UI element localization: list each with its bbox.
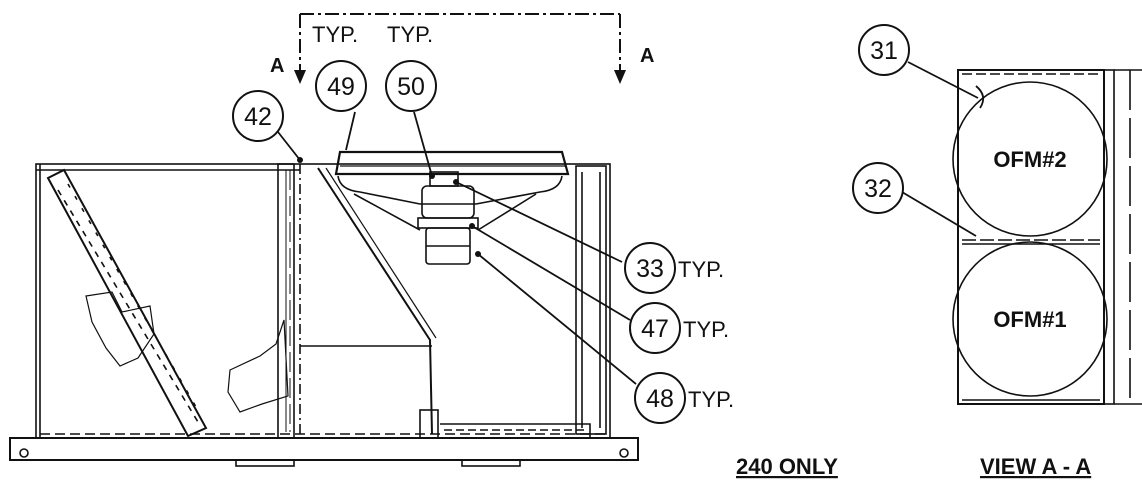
view-marker-left: A bbox=[270, 55, 284, 77]
view-a-a bbox=[952, 69, 1142, 405]
fan-motor bbox=[417, 171, 479, 265]
view-marker-right: A bbox=[640, 45, 654, 67]
caption-view-a-a: VIEW A - A bbox=[980, 454, 1091, 479]
svg-text:50: 50 bbox=[397, 73, 425, 101]
balloon-32: 32 bbox=[852, 162, 904, 214]
typ-label-47: TYP. bbox=[683, 317, 729, 342]
section-arrow-right bbox=[614, 70, 626, 84]
unit-side-view bbox=[9, 150, 639, 467]
balloon-49: 49 bbox=[315, 60, 367, 112]
balloon-47: 47 bbox=[629, 302, 681, 354]
svg-text:42: 42 bbox=[244, 103, 272, 131]
typ-label-33: TYP. bbox=[678, 257, 724, 282]
typ-label-top-left: TYP. bbox=[312, 22, 358, 47]
balloon-48: 48 bbox=[634, 372, 686, 424]
callout-leaders bbox=[277, 61, 985, 385]
fan-label-ofm1: OFM#1 bbox=[993, 307, 1066, 332]
partition-wall bbox=[277, 163, 301, 439]
section-arrow-left bbox=[294, 70, 306, 84]
svg-text:31: 31 bbox=[870, 37, 898, 65]
balloon-50: 50 bbox=[385, 60, 437, 112]
fan-bracket bbox=[337, 175, 563, 231]
callout-dots bbox=[297, 157, 481, 257]
slanted-coil bbox=[46, 168, 208, 438]
svg-text:47: 47 bbox=[641, 315, 669, 343]
svg-text:49: 49 bbox=[327, 73, 355, 101]
fan-circle-ofm2 bbox=[952, 81, 1108, 237]
base-rail bbox=[9, 437, 639, 461]
svg-text:48: 48 bbox=[646, 385, 674, 413]
balloon-42: 42 bbox=[232, 90, 284, 142]
balloon-31: 31 bbox=[858, 24, 910, 76]
typ-label-48: TYP. bbox=[688, 387, 734, 412]
fan-label-ofm2: OFM#2 bbox=[993, 147, 1066, 172]
caption-240-only: 240 ONLY bbox=[736, 454, 838, 479]
balloon-33: 33 bbox=[624, 242, 676, 294]
fan-grille bbox=[334, 150, 570, 176]
section-line-a-a bbox=[299, 13, 621, 70]
fan-circle-ofm1 bbox=[952, 241, 1108, 397]
typ-label-top-right: TYP. bbox=[387, 22, 433, 47]
svg-text:33: 33 bbox=[636, 255, 664, 283]
svg-text:32: 32 bbox=[864, 175, 892, 203]
